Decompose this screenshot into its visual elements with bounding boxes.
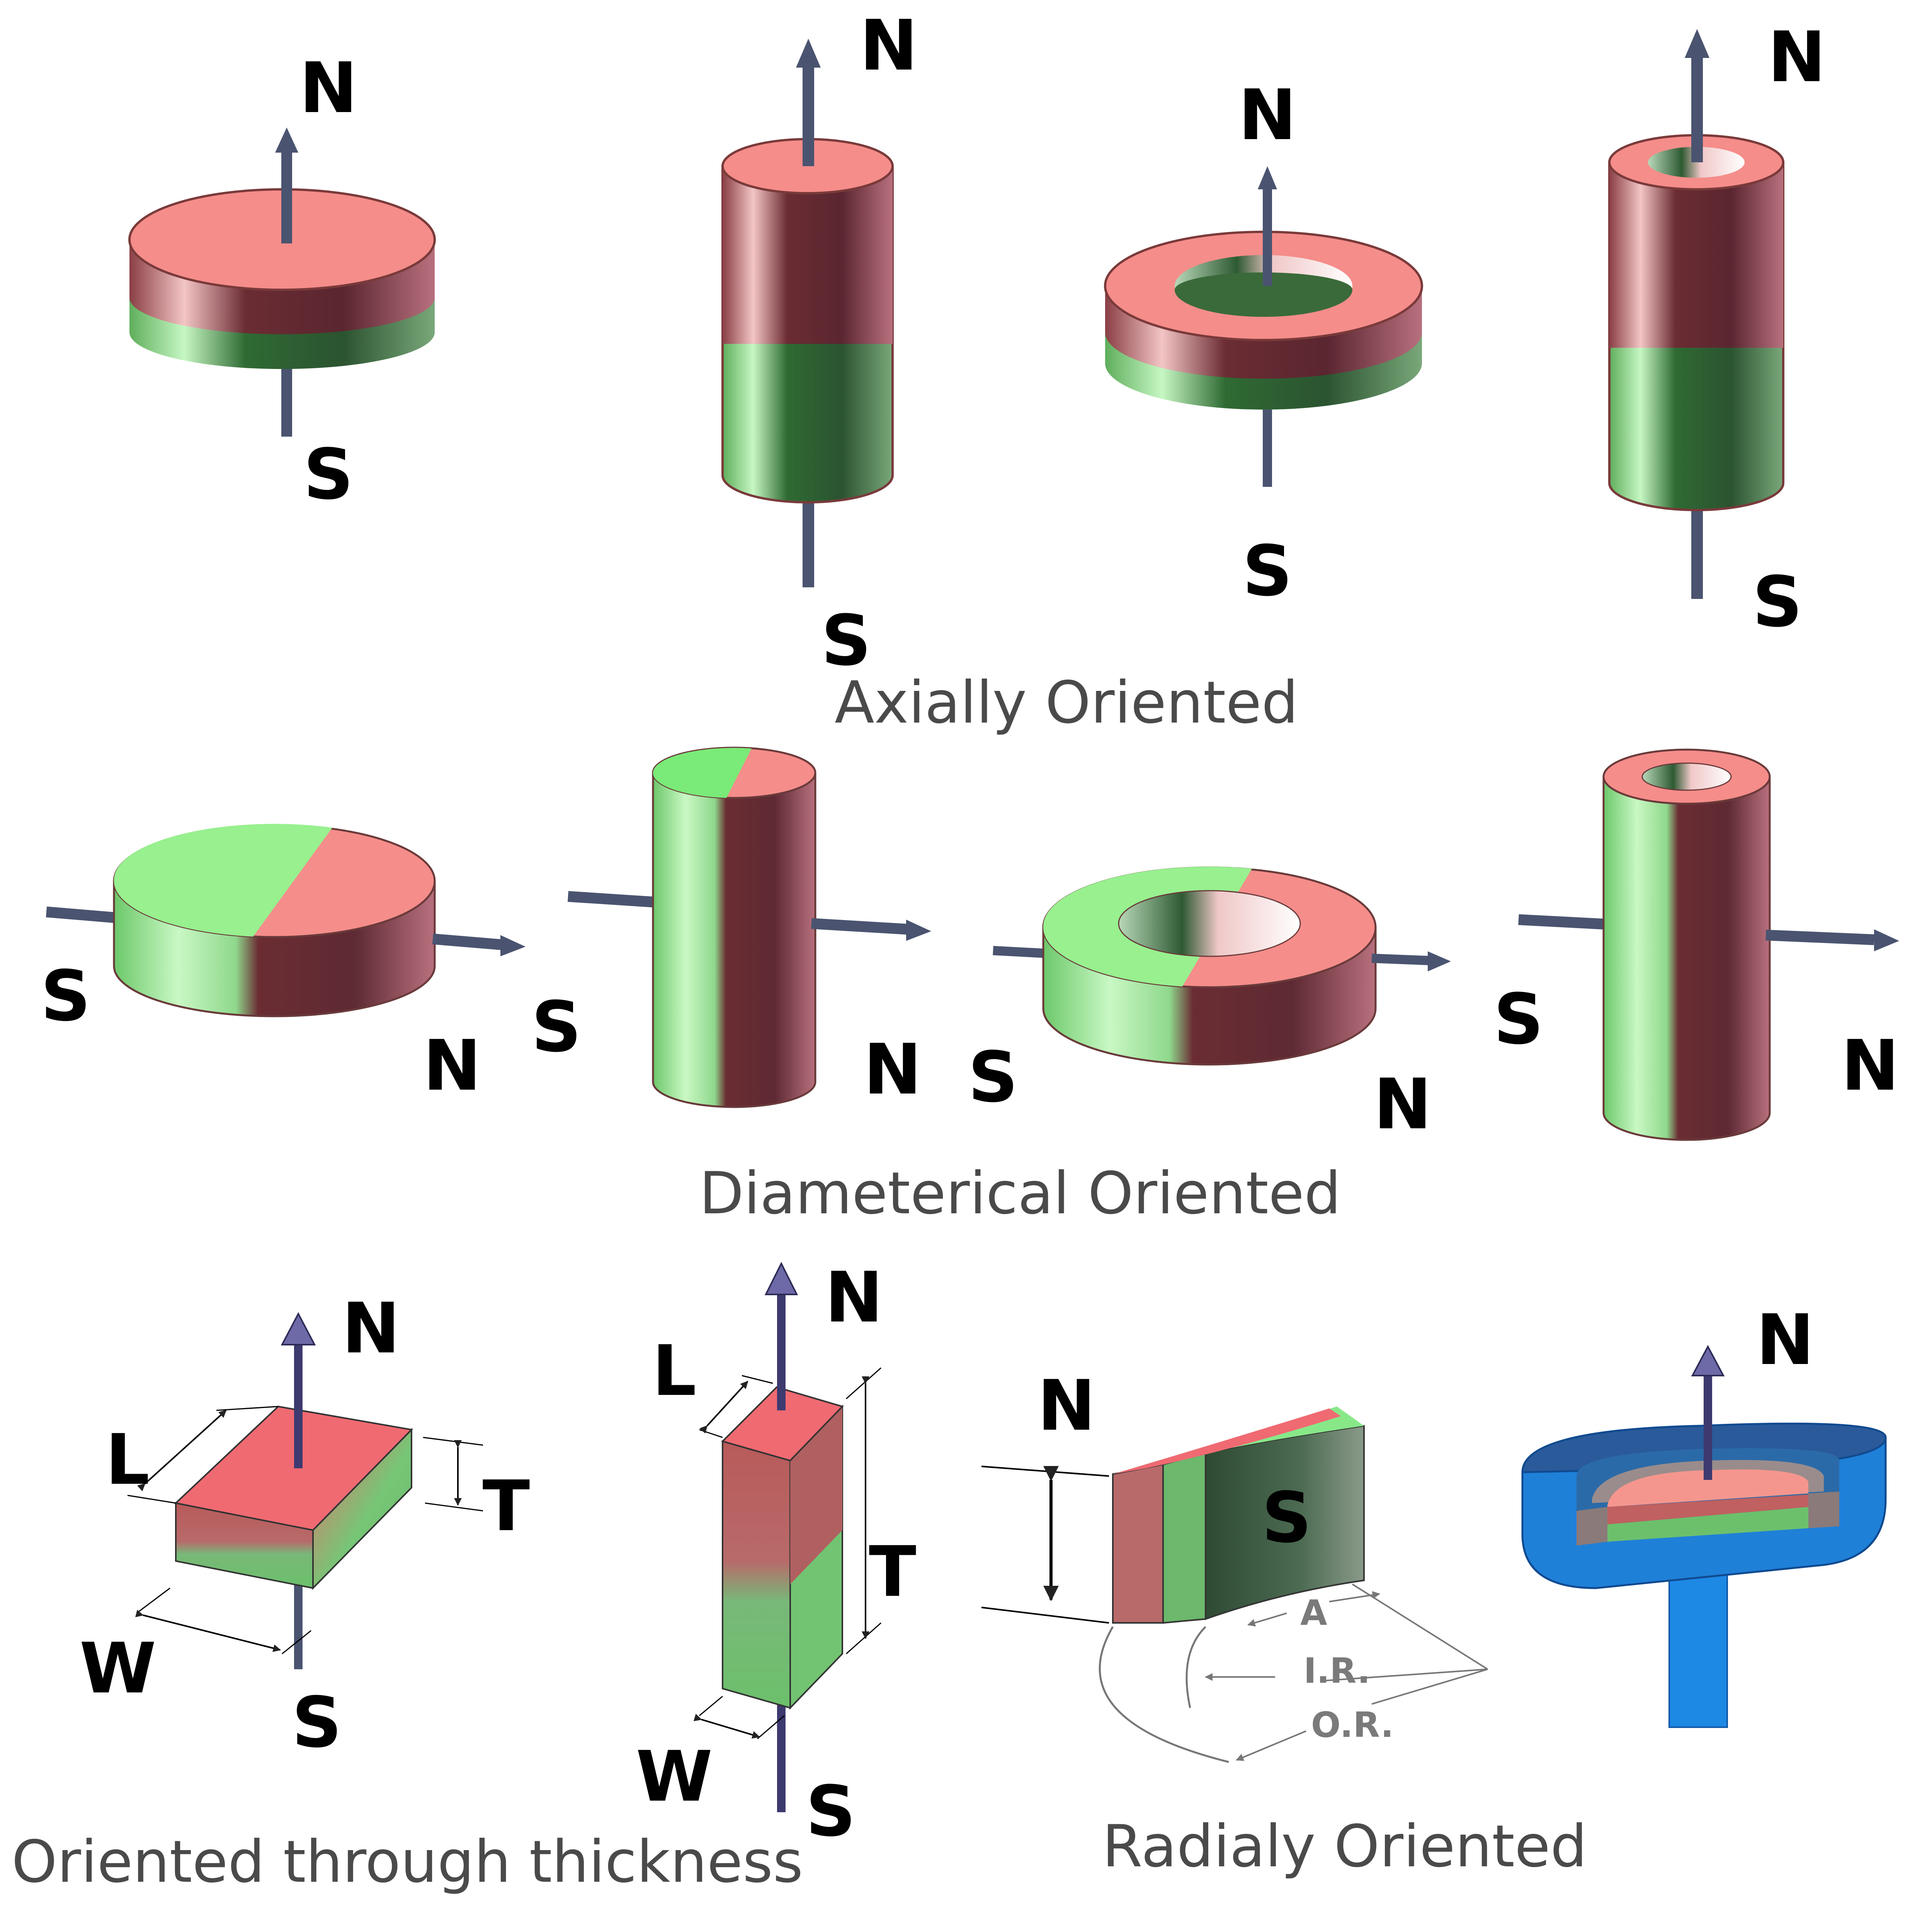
thickness-tall-north-label: N: [825, 1257, 883, 1338]
radial-inner-radius-label: I.R.: [1304, 1651, 1371, 1691]
diametrical-ring-south-label: S: [968, 1037, 1018, 1118]
radial-arc-length-label: A: [1300, 1593, 1327, 1633]
diametrical-caption: Diameterical Oriented: [699, 1160, 1341, 1227]
diametrical-ring-magnet: [993, 866, 1451, 1066]
diametrical-ring-north-label: N: [1374, 1064, 1432, 1145]
axial-cylinder-south-label: S: [821, 600, 871, 681]
radial-arc-south-label: S: [1262, 1478, 1312, 1558]
thickness-block-south-label: S: [292, 1682, 342, 1763]
axial-cylinder-north-label: N: [860, 5, 918, 86]
diametrical-disc-south-label: S: [41, 956, 91, 1037]
thickness-block-magnet: [127, 1312, 483, 1669]
radial-arc-segment-magnet: [981, 1406, 1488, 1763]
axial-disc-magnet: [128, 128, 436, 437]
axial-tube-magnet: [1608, 29, 1784, 599]
radial-caption: Radialy Oriented: [1102, 1813, 1587, 1880]
radial-outer-radius-label: O.R.: [1311, 1705, 1394, 1745]
diametrical-tube-magnet: [1518, 748, 1899, 1141]
radial-arc-north-label: N: [1037, 1366, 1096, 1446]
axial-caption: Axially Oriented: [835, 669, 1298, 736]
thickness-tall-south-label: S: [806, 1771, 856, 1852]
diametrical-cylinder-magnet: [568, 747, 931, 1108]
radial-pot-magnet: [1521, 1345, 1887, 1728]
diametrical-tube-north-label: N: [1841, 1026, 1900, 1106]
axial-tube-north-label: N: [1768, 17, 1826, 98]
axial-ring-north-label: N: [1238, 75, 1297, 156]
diametrical-cylinder-south-label: S: [531, 987, 582, 1068]
diametrical-disc-magnet: [46, 824, 526, 1017]
thickness-block-thickness-label: T: [483, 1466, 530, 1547]
thickness-tall-length-label: L: [652, 1331, 697, 1412]
axial-ring-magnet: [1104, 166, 1423, 487]
axial-ring-south-label: S: [1242, 531, 1293, 612]
axial-disc-south-label: S: [303, 434, 354, 515]
thickness-tall-width-label: W: [636, 1736, 713, 1817]
thickness-block-north-label: N: [342, 1288, 400, 1369]
thickness-tall-thickness-label: T: [869, 1532, 917, 1612]
thickness-block-length-label: L: [105, 1420, 150, 1500]
diametrical-disc-north-label: N: [423, 1026, 481, 1106]
axial-disc-north-label: N: [299, 48, 358, 129]
axial-tube-south-label: S: [1752, 562, 1803, 643]
thickness-caption: Oriented through thickness: [12, 1828, 803, 1896]
thickness-tall-block-magnet: [693, 1262, 881, 1812]
diametrical-tube-south-label: S: [1493, 979, 1544, 1060]
thickness-block-width-label: W: [80, 1628, 156, 1709]
axial-cylinder-magnet: [721, 39, 894, 587]
radial-pot-north-label: N: [1756, 1300, 1815, 1381]
diametrical-cylinder-north-label: N: [864, 1029, 922, 1110]
